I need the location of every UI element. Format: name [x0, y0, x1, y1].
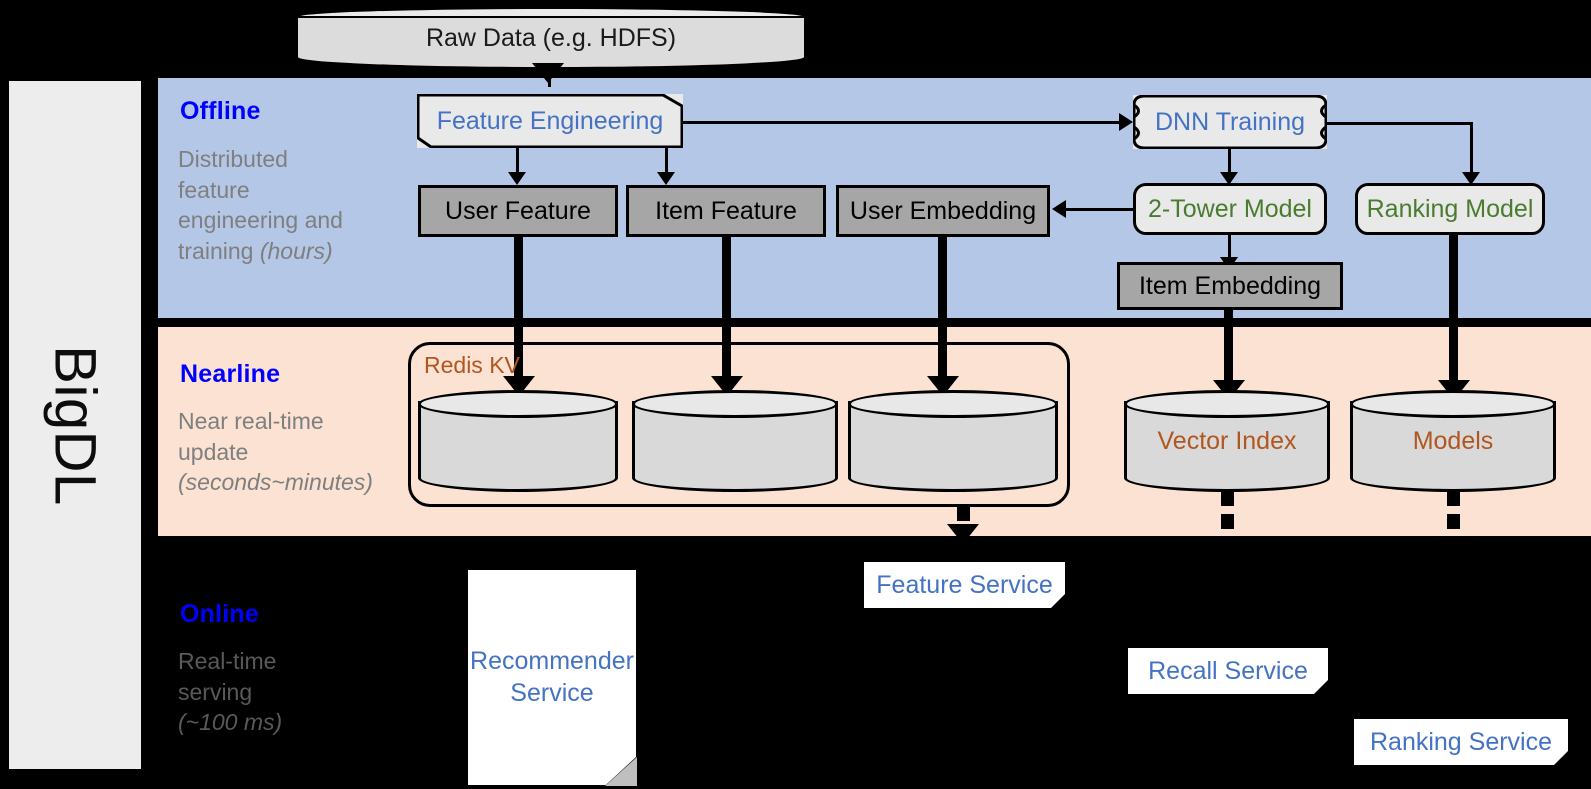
recommender-service-line2: Service	[510, 678, 594, 707]
redis-kv-container	[408, 342, 1070, 507]
connector-itememb-vectorindex	[1224, 310, 1233, 388]
bigdl-framework-panel: BigDL	[6, 78, 144, 772]
online-title: Online	[180, 600, 259, 628]
models-label: Models	[1412, 426, 1494, 455]
offline-subtitle-line4: training (hours)	[178, 236, 388, 267]
user-embedding-node[interactable]: User Embedding	[836, 185, 1050, 237]
fold-corner-icon	[1554, 751, 1568, 765]
recall-service-node[interactable]: Recall Service	[1128, 648, 1328, 694]
fold-corner-icon	[1314, 680, 1328, 694]
feature-service-node[interactable]: Feature Service	[864, 562, 1065, 608]
offline-title: Offline	[180, 97, 261, 125]
offline-subtitle-line2: feature	[178, 176, 250, 203]
recommender-service-node[interactable]: Recommender Service	[468, 570, 636, 785]
offline-subtitle-line4-text: training	[178, 237, 260, 264]
nearline-title: Nearline	[180, 360, 281, 388]
two-tower-model-node[interactable]: 2-Tower Model	[1133, 183, 1327, 235]
nearline-subtitle-line2: update	[178, 438, 249, 465]
connector-userembedding-store3	[938, 237, 947, 382]
arrowhead-store3-featureservice	[947, 524, 979, 544]
item-embedding-node[interactable]: Item Embedding	[1117, 262, 1343, 310]
arrowhead-twotower-userembedding	[1052, 200, 1066, 218]
raw-data-label: Raw Data (e.g. HDFS)	[425, 23, 677, 52]
item-feature-node[interactable]: Item Feature	[626, 185, 826, 237]
online-subtitle-line1: Real-time	[178, 648, 277, 674]
connector-twotower-userembedding	[1066, 208, 1135, 211]
ranking-service-label: Ranking Service	[1369, 727, 1553, 756]
redis-store-2-label	[632, 390, 838, 492]
arrowhead-rawdata-fe	[532, 63, 564, 83]
connector-rankingmodel-models	[1449, 235, 1458, 388]
recommender-service-line1: Recommender	[470, 647, 634, 676]
connector-dnn-twotower	[1228, 149, 1231, 176]
redis-store-1-label	[418, 390, 618, 492]
connector-fe-itemfeature	[665, 148, 668, 176]
feature-engineering-shape	[417, 94, 683, 148]
dash-recall-2	[1221, 514, 1234, 529]
connector-fe-userfeature	[516, 148, 519, 176]
vector-index-cylinder[interactable]: Vector Index	[1124, 390, 1330, 492]
online-subtitle-line2: serving	[178, 678, 253, 705]
connector-twotower-itememb	[1228, 235, 1231, 261]
arrowhead-fe-itemfeature	[657, 172, 675, 185]
recommender-service-text: Recommender Service	[470, 646, 634, 709]
dash-ranking-2	[1447, 514, 1460, 529]
online-subtitle: Real-time serving (~100 ms)	[178, 646, 408, 738]
fold-corner-icon	[1051, 594, 1065, 608]
feature-engineering-node[interactable]: Feature Engineering	[417, 94, 683, 148]
cylinder-top	[848, 390, 1058, 418]
arrowhead-fe-userfeature	[508, 172, 526, 185]
dnn-training-shape	[1133, 95, 1327, 149]
connector-dnn-ranking-h	[1325, 122, 1473, 125]
dash-ranking-1	[1447, 491, 1460, 506]
redis-store-3-label	[848, 390, 1058, 492]
offline-subtitle-line3: engineering and	[178, 207, 343, 234]
item-feature-label: Item Feature	[655, 196, 797, 225]
ranking-service-node[interactable]: Ranking Service	[1354, 719, 1568, 765]
nearline-subtitle-italic: (seconds~minutes)	[178, 469, 373, 496]
connector-dnn-ranking-v	[1470, 122, 1473, 175]
redis-store-2[interactable]	[632, 390, 838, 492]
cylinder-top	[1124, 390, 1330, 418]
connector-userfeature-store1	[514, 237, 523, 382]
dash-recall-1	[1221, 491, 1234, 506]
dnn-training-node[interactable]: DNN Training	[1133, 95, 1327, 149]
connector-fe-dnn	[683, 121, 1120, 124]
nearline-subtitle-line1: Near real-time	[178, 408, 324, 434]
offline-subtitle-line1: Distributed	[178, 146, 288, 172]
vector-index-label: Vector Index	[1157, 426, 1297, 455]
redis-kv-label: Redis KV	[424, 352, 520, 378]
raw-data-cylinder: Raw Data (e.g. HDFS)	[296, 7, 806, 69]
user-feature-node[interactable]: User Feature	[418, 185, 618, 237]
arrowhead-dnn-ranking	[1462, 172, 1480, 185]
models-cylinder[interactable]: Models	[1350, 390, 1556, 492]
bigdl-label: BigDL	[42, 344, 108, 506]
cylinder-top	[418, 390, 618, 418]
ranking-model-label: Ranking Model	[1366, 194, 1534, 223]
redis-store-1[interactable]	[418, 390, 618, 492]
cylinder-body	[296, 16, 806, 69]
cylinder-top	[1350, 390, 1556, 418]
feature-engineering-label: Feature Engineering	[436, 106, 664, 135]
user-embedding-label: User Embedding	[849, 196, 1037, 225]
ranking-model-node[interactable]: Ranking Model	[1355, 183, 1545, 235]
two-tower-model-label: 2-Tower Model	[1148, 194, 1312, 223]
nearline-subtitle: Near real-time update (seconds~minutes)	[178, 406, 418, 498]
redis-store-3[interactable]	[848, 390, 1058, 492]
recall-service-label: Recall Service	[1148, 656, 1308, 685]
item-embedding-label: Item Embedding	[1138, 271, 1322, 300]
offline-subtitle-italic: (hours)	[259, 237, 333, 264]
cylinder-top	[632, 390, 838, 418]
dash-featureservice-1	[957, 506, 970, 521]
arrowhead-dnn-twotower	[1220, 172, 1238, 185]
offline-subtitle: Distributed feature engineering and trai…	[178, 144, 388, 266]
online-subtitle-italic: (~100 ms)	[178, 709, 283, 736]
user-feature-label: User Feature	[445, 196, 591, 225]
arrowhead-fe-dnn	[1119, 113, 1133, 131]
feature-service-label: Feature Service	[876, 570, 1053, 599]
dnn-training-label: DNN Training	[1154, 107, 1306, 136]
connector-itemfeature-store2	[722, 237, 731, 382]
